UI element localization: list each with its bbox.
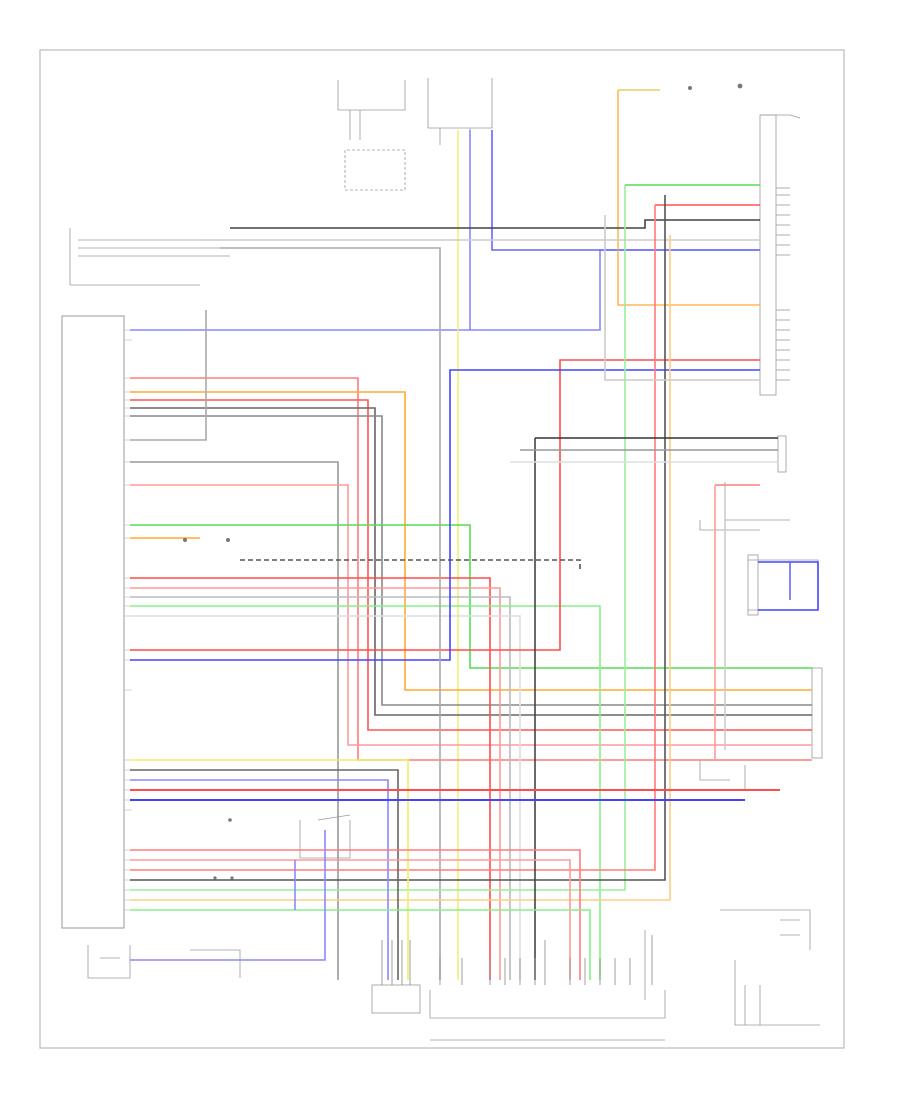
wire-gray-3 (130, 596, 511, 980)
top-right-connector (759, 114, 801, 396)
bottom-terminal-ticks (381, 935, 653, 985)
wire-orange-top (617, 90, 760, 306)
wire-black-3 (230, 219, 760, 229)
wire-red-2 (130, 399, 812, 731)
wire-red-top-v (130, 205, 656, 871)
right-middle-connector (699, 435, 819, 616)
wire-blue-vertical (491, 130, 760, 251)
wire-orange-1 (130, 391, 812, 691)
wire-black-1 (130, 407, 812, 716)
right-lower-connector (699, 667, 823, 791)
ecu-connector-block (61, 315, 132, 929)
wire-blue-low (130, 779, 389, 980)
wires (130, 89, 819, 980)
bottom-components (87, 814, 666, 1041)
wire-red-4 (130, 359, 760, 651)
wire-orange-mid (130, 235, 671, 901)
splice-dots (183, 83, 743, 880)
wire-pink-bottom (130, 859, 571, 980)
wire-black-top-v (130, 195, 666, 881)
wire-blue-bottom-left (130, 830, 326, 961)
bottom-right-sensor (720, 909, 820, 1026)
wire-black-2 (130, 415, 812, 706)
wire-black-dashed (240, 559, 581, 570)
wire-red-bottom (130, 849, 581, 980)
wire-gray-1 (130, 310, 207, 441)
diagram-frame (39, 49, 845, 1049)
wire-gray-2 (130, 461, 339, 980)
wire-red-3 (130, 577, 491, 980)
wire-gray-top-right (604, 215, 760, 381)
wire-blue-right (758, 561, 819, 611)
wire-red-1 (130, 377, 812, 761)
top-center-components (337, 78, 493, 191)
wire-green-top-v (130, 185, 626, 891)
wire-pink-1 (130, 484, 812, 746)
wire-pink-2 (130, 587, 501, 980)
wire-light-gray (130, 615, 521, 980)
wire-green-2 (130, 605, 601, 980)
wire-black-low (130, 769, 399, 980)
wire-green-bottom (130, 909, 591, 980)
top-left-sensor (69, 228, 230, 286)
wire-gray-5 (220, 247, 441, 980)
wire-yellow-low (130, 759, 409, 980)
